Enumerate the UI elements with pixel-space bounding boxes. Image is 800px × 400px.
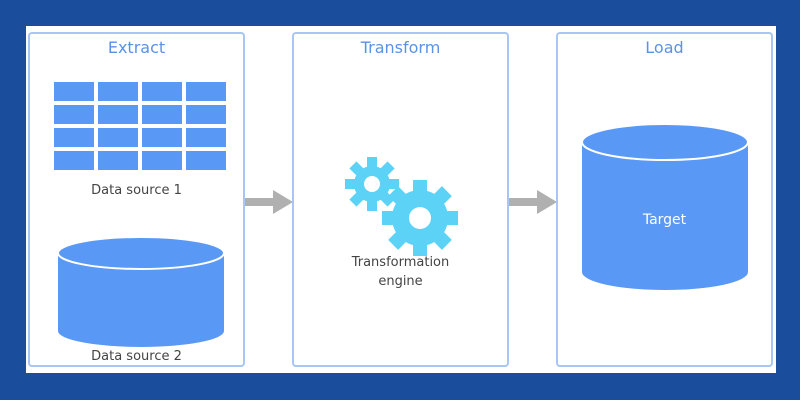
table-cell (54, 82, 94, 101)
table-cell (186, 105, 226, 124)
target-label: Target (642, 212, 687, 228)
table-cell (98, 82, 138, 101)
data-source-1-label: Data source 1 (91, 183, 182, 198)
transformation-engine-line1: Transformation (351, 255, 450, 270)
extract-title: Extract (107, 38, 166, 57)
table-cell (98, 151, 138, 170)
load-panel: Load Target (556, 32, 773, 367)
table-cell (186, 128, 226, 147)
load-title: Load (645, 38, 684, 57)
transformation-engine-label: Transformation engine (294, 253, 507, 291)
gear-icon (345, 157, 458, 256)
table-cell (186, 82, 226, 101)
extract-panel: Extract Data source 1 Data source 2 (28, 32, 245, 367)
table-cell (54, 105, 94, 124)
table-cell (54, 128, 94, 147)
arrow-right-icon (509, 190, 557, 214)
table-cell (98, 128, 138, 147)
transform-title: Transform (360, 38, 441, 57)
transformation-engine-line2: engine (378, 274, 423, 289)
table-cell (142, 105, 182, 124)
data-source-2-label: Data source 2 (91, 349, 182, 364)
table-cell (54, 151, 94, 170)
database-icon (581, 123, 749, 290)
table-icon (54, 82, 226, 170)
table-cell (142, 82, 182, 101)
transform-panel: Transform (292, 32, 509, 367)
database-icon (57, 236, 225, 347)
table-cell (186, 151, 226, 170)
table-cell (142, 128, 182, 147)
arrow-right-icon (245, 190, 293, 214)
table-cell (142, 151, 182, 170)
etl-diagram: Extract Data source 1 Data source 2 (26, 26, 776, 373)
table-cell (98, 105, 138, 124)
